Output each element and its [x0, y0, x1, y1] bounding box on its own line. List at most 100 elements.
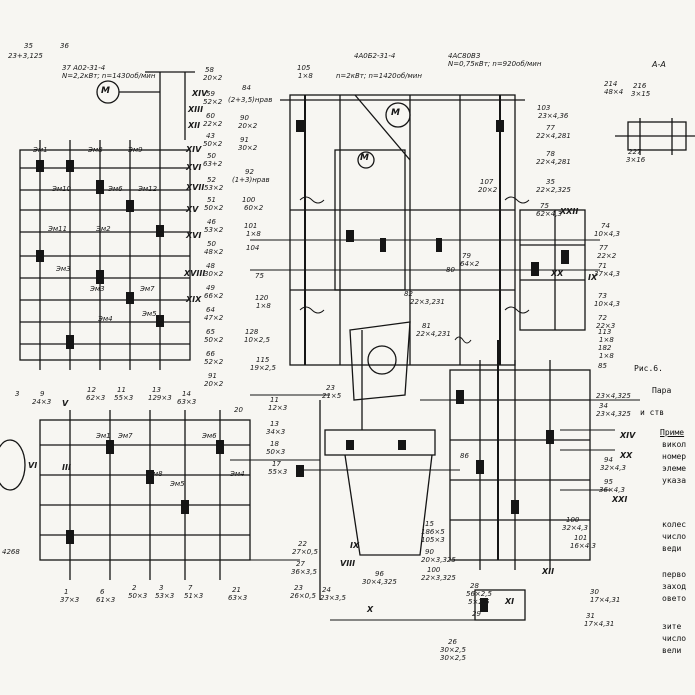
side-line-3: Приме	[660, 428, 685, 437]
gear-label: 20×2	[478, 186, 498, 194]
gear-label: 47×2	[204, 314, 224, 322]
gear-label: 50	[207, 240, 216, 248]
spindle-motor	[385, 102, 411, 128]
lower-gearbox	[474, 589, 526, 621]
gear-label: 20×2	[204, 380, 224, 388]
clutch-label: Эм5	[142, 310, 157, 318]
gear-label: 10×4,3	[594, 300, 620, 308]
gear-label: 32×4,3	[562, 524, 588, 532]
gear-label: 30×2	[204, 270, 224, 278]
gear-label: 46	[207, 218, 216, 226]
gear-label: 27	[296, 560, 305, 568]
gear-label: 34×3	[266, 428, 286, 436]
gear-label: 23×4,36	[538, 112, 569, 120]
shaft-roman-numeral: XXII	[560, 207, 579, 216]
gear-label: 13	[152, 386, 161, 394]
gear-label: 62×3	[86, 394, 106, 402]
gear-label: 17×4,31	[590, 596, 621, 604]
gear-label: 27×0,5	[292, 548, 318, 556]
gear-label: 129×3	[148, 394, 172, 402]
gear-label: 4268	[2, 548, 20, 556]
scheme-lines	[0, 71, 695, 621]
gear-label: 55×3	[268, 468, 288, 476]
gear-label: 48×4	[604, 88, 624, 96]
gear-label: 17×4,31	[584, 620, 615, 628]
gear-label: 11	[270, 396, 279, 404]
gear-label: 22×2,325	[536, 186, 571, 194]
gear-label: 36	[60, 42, 69, 50]
gear-label: 6	[100, 588, 105, 596]
gear-label: 19×2,5	[250, 364, 276, 372]
gear-label: 28	[470, 582, 479, 590]
gear-label: 50×2	[203, 140, 223, 148]
speed-gearbox-frame	[19, 149, 191, 361]
gear-label: 120	[255, 294, 269, 302]
center-motor-letter: М	[391, 108, 400, 118]
gear-label: 105	[297, 64, 311, 72]
gear-label: 26×0,5	[290, 592, 316, 600]
column-head-frame	[289, 94, 516, 366]
gear-label: 52×2	[203, 98, 223, 106]
side-line-14: зите	[662, 622, 682, 631]
clutch-label: Эм10	[52, 185, 72, 193]
side-line-1: Пара	[652, 386, 672, 395]
gear-label: 49	[206, 284, 215, 292]
gear-label: 50×3	[128, 592, 148, 600]
gear-label: 20×3,325	[421, 556, 456, 564]
table-feed-frame	[449, 369, 591, 561]
gear-label: 61×3	[96, 596, 116, 604]
gear-label: 16×4,3	[570, 542, 596, 550]
shaft-roman-numeral: IX	[350, 541, 360, 550]
left-motor-params: N=2,2кВт; n=1430об/мин	[62, 72, 156, 80]
side-line-7: указа	[662, 476, 687, 485]
figure-ref: Рис.6.	[634, 364, 663, 373]
gear-label: 100	[427, 566, 441, 574]
gear-label: 29	[472, 610, 481, 618]
gear-label: 52	[207, 176, 216, 184]
gear-label: 50×2	[204, 204, 224, 212]
gear-label: 1×8	[256, 302, 271, 310]
gear-label: 10×2,5	[244, 336, 270, 344]
gear-label: 51	[207, 196, 216, 204]
gear-label: 32×4,3	[600, 464, 626, 472]
gear-label: 22×4,281	[536, 158, 571, 166]
gear-label: 30×2	[238, 144, 258, 152]
spindle-gear-housing	[349, 321, 411, 401]
side-line-13: овето	[662, 594, 687, 603]
gear-label: 1×8	[246, 230, 261, 238]
gear-label: 86	[460, 452, 469, 460]
shaft-roman-numeral: V	[62, 399, 69, 408]
gear-label: 3×16	[626, 156, 646, 164]
gear-label: 1×8	[298, 72, 313, 80]
gear-label: 1×8	[599, 352, 614, 360]
gear-label: 22×3,325	[421, 574, 456, 582]
shaft-roman-numeral: XII	[542, 567, 555, 576]
gear-label: 1×8	[599, 336, 614, 344]
gear-label: 50×3	[266, 448, 286, 456]
shaft-roman-numeral: XIX	[186, 295, 202, 304]
gear-label: 60×2	[244, 204, 264, 212]
shaft-roman-numeral: VIII	[340, 559, 356, 568]
gear-label: 73	[598, 292, 607, 300]
gear-label: 92	[245, 168, 254, 176]
gear-label: 182	[598, 344, 612, 352]
gear-label: 3	[159, 584, 164, 592]
gear-label: 48	[206, 262, 215, 270]
gear-label: 77	[599, 244, 608, 252]
gear-label: 20	[234, 406, 243, 414]
gear-label: 2	[132, 584, 137, 592]
shaft-roman-numeral: XII	[188, 121, 201, 130]
gear-label: 65	[206, 328, 215, 336]
spindle-housing	[334, 149, 406, 291]
gear-label: 100	[566, 516, 580, 524]
gear-label: 22×4,281	[536, 132, 571, 140]
gear-label: 31	[586, 612, 595, 620]
gear-label: 91	[240, 136, 249, 144]
gear-label: 107	[480, 178, 494, 186]
gear-label: 81	[422, 322, 431, 330]
shaft-roman-numeral: XVIII	[184, 269, 206, 278]
gear-label: 26	[448, 638, 457, 646]
shaft-roman-numeral: XXI	[612, 495, 628, 504]
carriage-block	[324, 429, 436, 456]
side-line-10: веди	[662, 544, 682, 553]
